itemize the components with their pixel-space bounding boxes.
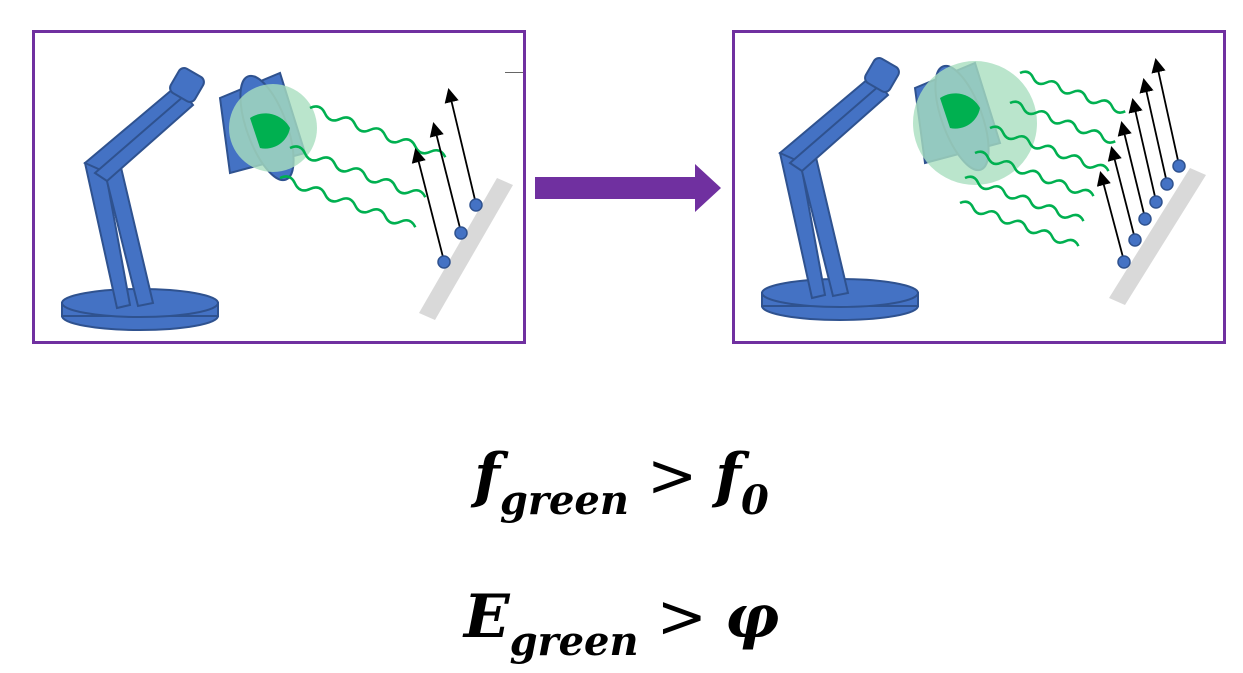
ejected-electrons xyxy=(1096,57,1186,269)
eq2-rhs: φ xyxy=(724,582,780,652)
frequency-equation: fgreen>f0 xyxy=(0,446,1243,521)
eq2-lhs: E xyxy=(463,582,510,652)
eq2-lhs-subscript: green xyxy=(509,618,639,665)
bulb-icon xyxy=(250,113,290,149)
right-scene xyxy=(761,57,1206,321)
bulb-icon xyxy=(940,93,980,129)
light-waves xyxy=(959,70,1126,247)
right-arrow-icon xyxy=(535,164,721,212)
right-panel xyxy=(732,30,1226,344)
ejected-electrons xyxy=(411,87,483,269)
eq1-lhs: f xyxy=(474,441,500,511)
metal-plate xyxy=(1109,168,1206,305)
eq2-relation: > xyxy=(656,582,707,652)
eq1-rhs: f xyxy=(715,441,742,511)
energy-equation: Egreen>φ xyxy=(0,587,1243,662)
eq1-rhs-subscript: 0 xyxy=(741,477,769,524)
stray-line xyxy=(505,72,523,73)
eq1-lhs-subscript: green xyxy=(499,477,629,524)
metal-plate xyxy=(419,178,513,320)
left-panel xyxy=(32,30,526,344)
light-glow xyxy=(913,61,1037,185)
left-scene xyxy=(61,67,513,331)
eq1-relation: > xyxy=(646,441,698,511)
